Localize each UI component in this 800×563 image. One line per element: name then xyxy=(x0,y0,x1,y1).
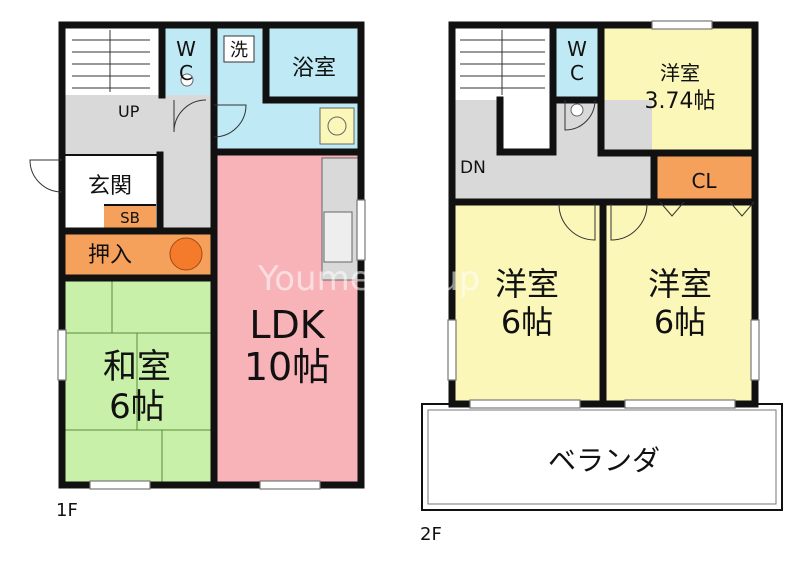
small-room-name: 洋室 xyxy=(660,61,700,85)
room-left-size: 6帖 xyxy=(501,303,553,341)
closet-label: 押入 xyxy=(88,243,132,268)
washer-1f xyxy=(319,107,355,145)
wc-2f xyxy=(553,25,601,100)
cl-2f xyxy=(654,155,755,202)
wc-label-1f-c: C xyxy=(179,61,193,85)
shoebox-1f xyxy=(104,205,156,230)
sink-1f xyxy=(323,211,353,263)
hall-lower-1f xyxy=(160,150,214,230)
stair-treads-1f xyxy=(72,30,150,92)
stair-well-2f xyxy=(500,100,552,152)
room-right-2f xyxy=(604,204,755,404)
thin-walls-1f xyxy=(62,154,160,206)
floor-1f-label: 1F xyxy=(56,500,78,521)
entrance-1f xyxy=(62,155,160,205)
ldk-size: 10帖 xyxy=(244,345,330,389)
wc-label-2f-w: W xyxy=(567,37,587,61)
closet-1f xyxy=(62,232,160,277)
windows-1f xyxy=(57,199,366,490)
watermark: Youme group xyxy=(257,259,480,299)
walls-2f xyxy=(448,21,759,408)
tatami-lines xyxy=(62,280,212,485)
up-label: UP xyxy=(118,102,140,121)
door-swings-1f xyxy=(29,99,247,193)
floor-2f: W C DN CL 洋室 3.74帖 洋室 6帖 洋室 6帖 ベランダ 2F xyxy=(420,20,783,545)
washitsu-size: 6帖 xyxy=(109,387,165,427)
room-right-size: 6帖 xyxy=(654,303,706,341)
entrance-label: 玄関 xyxy=(88,174,132,199)
stair-1f xyxy=(62,25,162,100)
washitsu-name: 和室 xyxy=(103,347,171,387)
wash-label: 洗 xyxy=(230,40,248,61)
windows-2f xyxy=(447,20,760,409)
veranda-2f xyxy=(421,403,783,511)
wash-label-box xyxy=(223,35,255,63)
wc-label-2f-c: C xyxy=(570,61,584,85)
bath-label: 浴室 xyxy=(292,56,336,81)
veranda-label: ベランダ xyxy=(548,444,660,477)
wc-label-1f: W xyxy=(176,37,196,61)
veranda-inner-2f xyxy=(427,409,777,505)
room-left-name: 洋室 xyxy=(495,265,559,303)
ldk-name: LDK xyxy=(249,303,325,347)
cl-label: CL xyxy=(691,169,717,193)
dn-label: DN xyxy=(460,158,486,178)
stair-treads-2f xyxy=(460,30,545,95)
room-left-2f xyxy=(452,204,602,404)
small-room-size: 3.74帖 xyxy=(645,89,716,114)
washer-drum-1f xyxy=(327,116,347,136)
door-swings-2f xyxy=(558,99,755,241)
shoebox-label: SB xyxy=(120,209,140,227)
water-heater-1f xyxy=(169,237,203,271)
floor-2f-label: 2F xyxy=(420,524,442,545)
bathroom-1f xyxy=(266,25,361,100)
toilet-1f xyxy=(180,73,194,87)
toilet-2f xyxy=(570,103,584,117)
floor-1f: W C 洗 浴室 UP 玄関 SB 押入 和室 6帖 LDK 10帖 1F xyxy=(29,21,366,521)
room-right-name: 洋室 xyxy=(648,265,712,303)
